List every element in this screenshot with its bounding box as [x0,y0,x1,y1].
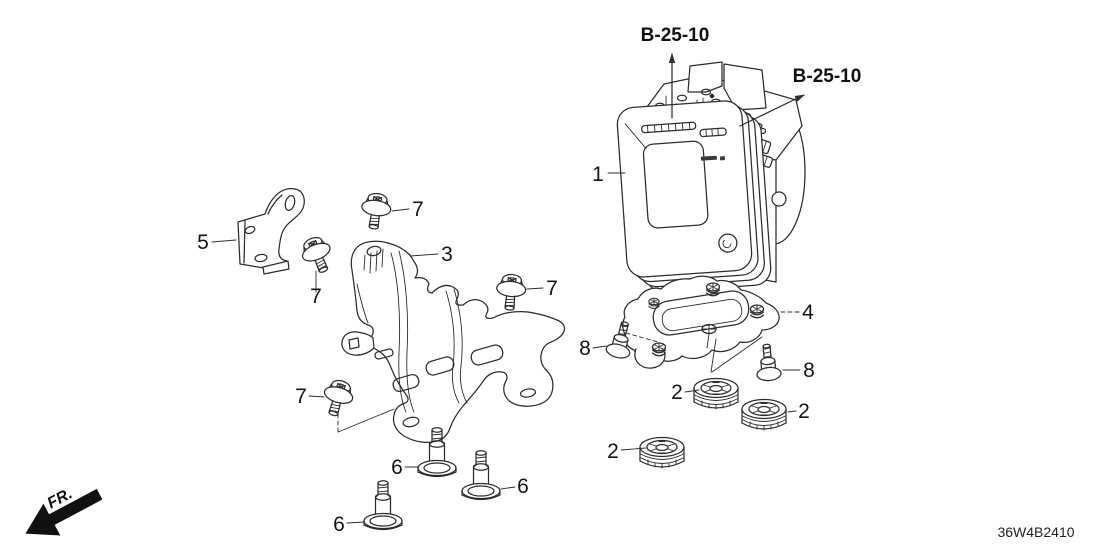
small-bracket-drawing [237,188,305,275]
callout-part-8: 8 [579,337,591,360]
stud-bolt-6 [363,480,403,531]
callout-part-2: 2 [798,400,810,423]
callout-part-8: 8 [803,359,815,382]
cover-vent-slots [641,121,727,138]
front-direction-indicator: FR. [25,485,103,536]
callout-part-2: 2 [607,440,619,463]
leader-lines [211,172,801,524]
callout-part-5: 5 [197,231,209,254]
drawing-code: 36W4B2410 [997,524,1074,540]
modulator-front-cover [616,100,772,293]
mount-plate-drawing [622,275,780,373]
callout-part-1: 1 [592,163,604,186]
reference-arrow-right [739,94,805,127]
bracket-hook-tab [341,331,375,356]
module-marking [700,155,726,161]
callout-part-7: 7 [310,285,322,308]
callout-part-4: 4 [802,301,814,324]
rubber-mount-2 [741,398,787,431]
flange-bolt-7 [494,272,528,312]
cover-recessed-panel [642,140,709,229]
flange-bolt-7 [318,376,358,420]
front-arrow-icon [25,488,103,536]
callout-part-6: 6 [517,475,529,498]
rubber-mount-2 [639,436,685,469]
callout-part-3: 3 [441,243,453,266]
cover-plug [718,233,738,253]
main-bracket-drawing [341,240,566,443]
reference-label-top: B-25-10 [641,25,710,46]
rubber-mount-2 [693,377,739,410]
callout-part-7: 7 [546,277,558,300]
callout-part-6: 6 [391,456,403,479]
callout-part-6: 6 [333,513,345,536]
abs-modulator-assembly-drawing [616,53,806,293]
callout-part-2: 2 [671,381,683,404]
plate-foot-lobe [634,348,666,369]
assembly-guide-line [337,408,395,433]
callout-part-7: 7 [412,198,424,221]
stud-bolt-6 [461,450,501,501]
flange-bolt-7 [296,232,339,278]
flange-bolt-8 [753,342,783,383]
flange-bolt-7 [358,191,394,232]
callout-part-7: 7 [295,385,307,408]
reference-label-right: B-25-10 [793,66,862,87]
